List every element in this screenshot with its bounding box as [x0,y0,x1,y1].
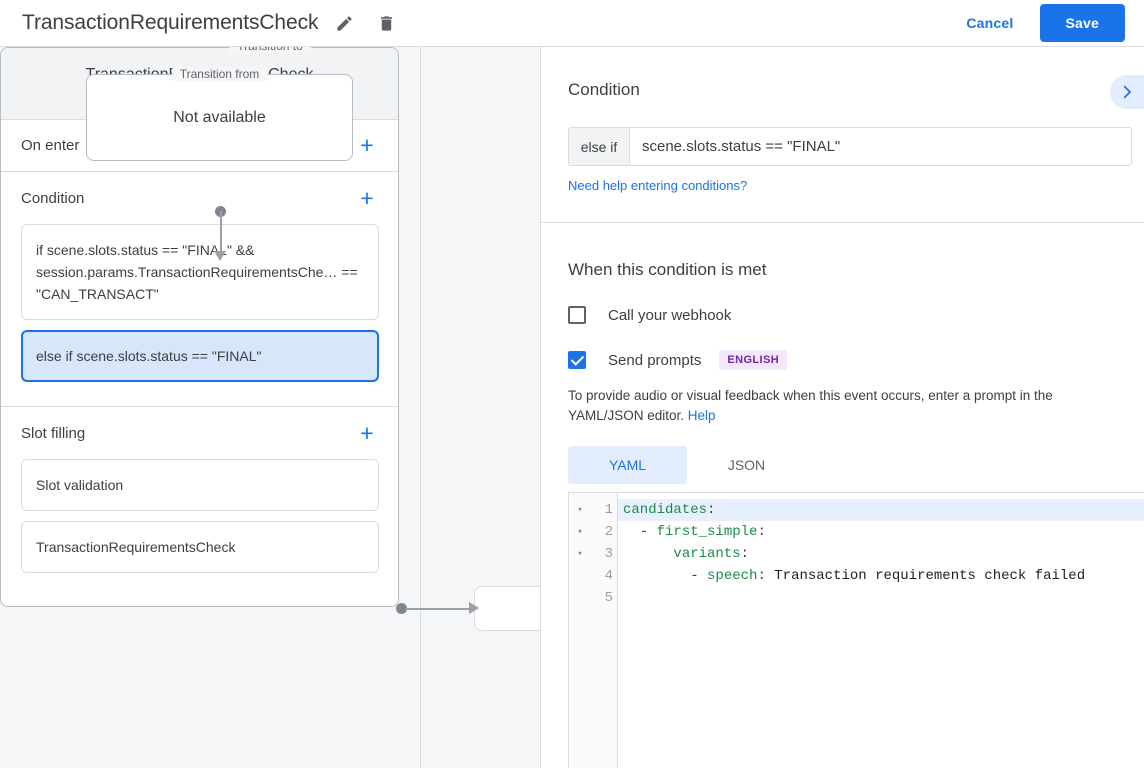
tab-yaml[interactable]: YAML [568,446,687,484]
code-indent [623,568,690,584]
fold-arrow-icon[interactable]: ▾ [577,549,583,559]
line-number: 2 [604,524,613,540]
line-number: 3 [604,546,613,562]
webhook-checkbox-row[interactable]: Call your webhook [568,306,1116,324]
send-prompts-checkbox-row[interactable]: Send prompts ENGLISH [568,350,1116,370]
code-area[interactable]: candidates: - first_simple: variants: - … [618,493,1144,768]
panel-left-border [540,47,541,768]
code-line[interactable] [618,587,1144,609]
save-button[interactable]: Save [1039,4,1125,42]
line-number: 5 [604,590,613,606]
code-key: first_simple [656,524,758,540]
code-line[interactable]: variants: [618,543,1144,565]
transition-from-value: Not available [173,108,266,126]
condition-list-item-selected[interactable]: else if scene.slots.status == "FINAL" [21,330,379,382]
condition-prefix-label: else if [569,128,630,165]
code-dash: - [639,524,657,540]
chevron-right-icon[interactable] [1110,75,1144,109]
connector-arrow-icon [214,251,226,261]
section-title: Condition [21,189,85,207]
transition-from-legend: Transition from [171,67,268,81]
tab-json[interactable]: JSON [727,457,766,473]
edge-line [405,607,472,610]
add-slot-filling-button[interactable]: + [360,419,374,446]
section-slot-filling: Slot filling + Slot validation Transacti… [1,407,398,597]
cancel-button[interactable]: Cancel [952,7,1027,39]
editor-tabs: YAML JSON [568,446,1116,484]
edge-target-card[interactable] [474,586,540,631]
details-panel: Condition else if Need help entering con… [540,47,1144,768]
prompts-help-link[interactable]: Help [687,408,716,423]
section-header-condition: Condition + [1,172,398,224]
when-met-heading: When this condition is met [568,260,767,279]
code-line[interactable]: candidates: [618,499,1144,521]
section-title: On enter [21,137,80,154]
add-on-enter-button[interactable]: + [360,132,374,158]
canvas-divider [420,47,421,768]
page-title: TransactionRequirementsCheck [22,11,319,34]
pencil-icon[interactable] [328,7,360,39]
send-prompts-description-text: To provide audio or visual feedback when… [568,388,1053,423]
code-editor[interactable]: ▾ ▾ ▾ 1 2 3 4 5 candidates: - first_simp… [568,492,1144,768]
code-indent [623,546,673,562]
flow-canvas[interactable]: Transition from Not available Transition… [0,47,540,768]
section-on-enter: On enter + [1,120,398,172]
line-number: 4 [604,568,613,584]
fold-arrow-icon[interactable]: ▾ [577,505,583,515]
slot-filling-list-item[interactable]: TransactionRequirementsCheck [21,521,379,573]
section-header-on-enter: On enter + [1,120,398,171]
fold-arrow-icon[interactable]: ▾ [577,527,583,537]
condition-help-link[interactable]: Need help entering conditions? [568,178,748,193]
code-colon: : [740,546,750,562]
condition-list-item[interactable]: if scene.slots.status == "FINAL" && sess… [21,224,379,320]
app-header: TransactionRequirementsCheck Cancel Save [0,0,1144,47]
code-colon: : [707,502,716,518]
fold-arrow-placeholder [569,587,591,609]
transition-to-legend: Transition to [229,47,311,53]
code-line[interactable]: - speech: Transaction requirements check… [618,565,1144,587]
condition-input[interactable] [630,128,1131,165]
code-dash: - [690,568,708,584]
trash-icon[interactable] [370,7,402,39]
slot-filling-list-item[interactable]: Slot validation [21,459,379,511]
panel-condition-section: Condition else if Need help entering con… [540,47,1144,195]
edge-arrow-icon [469,602,479,614]
code-value: Transaction requirements check failed [765,568,1086,584]
call-webhook-label: Call your webhook [608,306,732,324]
language-badge: ENGLISH [719,350,788,370]
fold-arrow-placeholder [569,565,591,587]
send-prompts-checkbox[interactable] [568,351,586,369]
transition-from-card[interactable]: Transition from Not available [86,67,353,161]
code-colon: : [757,568,766,584]
section-title: Slot filling [21,424,86,442]
fold-gutter: ▾ ▾ ▾ [569,493,591,768]
panel-when-met-section: When this condition is met Call your web… [540,223,1144,768]
code-indent [623,524,640,540]
condition-heading: Condition [568,80,640,99]
code-key: variants [673,546,741,562]
code-key: speech [707,568,758,584]
send-prompts-description: To provide audio or visual feedback when… [568,386,1120,426]
section-header-slot-filling: Slot filling + [1,407,398,459]
add-condition-button[interactable]: + [360,184,374,211]
call-webhook-checkbox[interactable] [568,306,586,324]
condition-input-row[interactable]: else if [568,127,1132,166]
section-condition: Condition + if scene.slots.status == "FI… [1,172,398,407]
code-key: candidates [623,502,708,518]
code-line[interactable]: - first_simple: [618,521,1144,543]
code-colon: : [757,524,766,540]
line-number: 1 [604,502,613,518]
send-prompts-label: Send prompts [608,351,702,369]
connector-line [219,211,222,256]
line-number-gutter: 1 2 3 4 5 [591,493,618,768]
panel-divider [541,222,1144,223]
edge-source-dot [396,603,407,614]
